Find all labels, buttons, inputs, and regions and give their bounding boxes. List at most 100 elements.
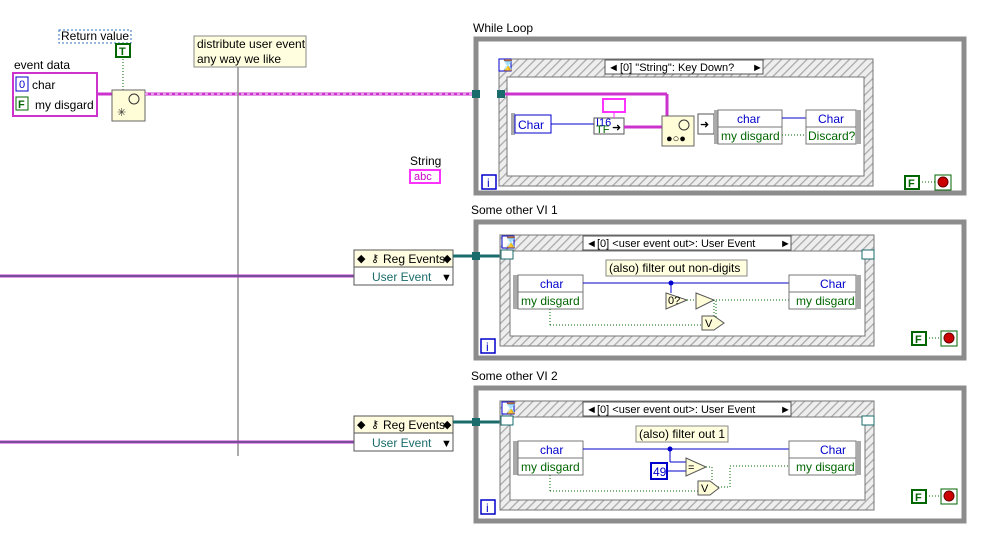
vi1-iteration-text: i bbox=[486, 340, 489, 354]
vi2-reg-key-icon: ⚷ bbox=[371, 419, 379, 431]
vi2-timeout-icon bbox=[501, 401, 515, 415]
vi2-title: Some other VI 2 bbox=[471, 369, 558, 383]
while-event-selector[interactable] bbox=[604, 59, 764, 75]
vi1-tunnel bbox=[472, 252, 480, 260]
while-right-char: Char bbox=[818, 112, 844, 126]
return-value-constant[interactable] bbox=[115, 43, 131, 58]
vi2-reg-terminal-left bbox=[500, 415, 514, 426]
vi1-reg-events-label: Reg Events bbox=[383, 252, 445, 266]
while-selector-right-icon: ► bbox=[752, 62, 763, 74]
vi2-selector-left-icon: ◄ bbox=[586, 404, 597, 416]
vi2-left-disgard: my disgard bbox=[521, 460, 580, 474]
vi1-reg-terminal-left bbox=[500, 249, 514, 260]
vi1-reg-dropdown-icon: ▼ bbox=[441, 272, 452, 284]
vi2-selector-right-icon: ► bbox=[780, 404, 791, 416]
vi1-reg-right-icon: ◆ bbox=[443, 253, 452, 265]
while-unbundle-char: char bbox=[737, 112, 760, 126]
vi2-tunnel bbox=[472, 418, 480, 426]
event-data-field-disgard: my disgard bbox=[35, 98, 94, 112]
while-timeout-icon bbox=[498, 58, 512, 72]
stop-icon bbox=[937, 176, 949, 188]
vi1-note-box bbox=[605, 259, 748, 277]
while-tunnel-es bbox=[497, 90, 505, 98]
while-left-node-edge bbox=[511, 113, 515, 135]
while-arrow-icon: ➜ bbox=[700, 119, 709, 131]
vi2-reg-terminal-right bbox=[861, 415, 875, 426]
vi2-right-edge bbox=[856, 441, 861, 475]
vi2-equal-node[interactable] bbox=[685, 457, 708, 477]
comment-line-2: any way we like bbox=[197, 52, 281, 66]
vi1-is-digit-text: 0? bbox=[668, 295, 680, 307]
char-type-icon bbox=[15, 76, 29, 92]
vi2-or-node[interactable] bbox=[697, 480, 720, 496]
vi1-reg-events-item: User Event bbox=[372, 270, 432, 284]
vi1-iteration-terminal bbox=[480, 338, 496, 354]
create-event-icon bbox=[128, 93, 140, 105]
while-unbundle-disgard: my disgard bbox=[721, 129, 780, 143]
vi1-right-edge bbox=[856, 275, 861, 309]
return-value-const-text: T bbox=[119, 46, 126, 58]
while-iteration-terminal bbox=[481, 174, 497, 190]
vi1-event-selector[interactable] bbox=[582, 235, 792, 251]
vi2-reg-events-header bbox=[353, 415, 454, 434]
vi1-or-node[interactable] bbox=[701, 315, 725, 331]
vi1-timeout-icon bbox=[501, 235, 515, 249]
while-convert-top-text: I16 bbox=[596, 117, 611, 129]
while-generate-dots-icon: ●○● bbox=[666, 133, 686, 145]
vi2-left-edge bbox=[513, 441, 518, 475]
vi1-stop-const-text: F bbox=[915, 334, 922, 346]
vi1-selector-text: [0] <user event out>: User Event bbox=[597, 238, 755, 250]
vi2-reg-dropdown-icon: ▼ bbox=[441, 438, 452, 450]
stop-icon bbox=[943, 490, 955, 502]
event-data-field-char: char bbox=[32, 78, 55, 92]
char-type-text: 0 bbox=[19, 79, 25, 91]
string-terminal[interactable] bbox=[409, 169, 441, 184]
vi1-selector-right-icon: ► bbox=[780, 238, 791, 250]
while-left-node-text: Char bbox=[518, 118, 544, 132]
while-string-ref bbox=[602, 98, 626, 113]
vi2-iteration-terminal bbox=[480, 499, 496, 515]
vi2-hourglass-icon: ⌛ bbox=[504, 402, 518, 415]
vi2-note-box bbox=[635, 425, 729, 443]
return-value-label-frame[interactable] bbox=[58, 29, 132, 44]
vi2-reg-events-label: Reg Events bbox=[383, 418, 445, 432]
vi1-not-node[interactable] bbox=[695, 292, 716, 310]
comment-box bbox=[193, 35, 307, 68]
create-event-sparkle-icon: ✳ bbox=[117, 107, 126, 119]
create-user-event-node[interactable] bbox=[111, 89, 146, 122]
vi2-event-selector[interactable] bbox=[582, 401, 792, 417]
vi2-constant-text: 49 bbox=[653, 465, 667, 479]
vi2-stop-const-text: F bbox=[915, 492, 922, 504]
comment-line-1: distribute user event bbox=[197, 37, 306, 51]
string-terminal-text: abc bbox=[414, 171, 432, 183]
vi2-note: (also) filter out 1 bbox=[639, 427, 725, 441]
vi2-equal-text: = bbox=[688, 462, 694, 474]
while-generate-icon bbox=[678, 119, 690, 131]
while-iteration-text: i bbox=[487, 176, 490, 190]
vi2-constant[interactable] bbox=[650, 462, 668, 480]
vi2-reg-events-item: User Event bbox=[372, 436, 432, 450]
disgard-type-icon bbox=[15, 96, 29, 111]
while-selector-text: [0] "String": Key Down? bbox=[620, 62, 734, 74]
event-data-label: event data bbox=[14, 58, 70, 72]
while-generate-event-node[interactable] bbox=[661, 115, 695, 147]
vi2-iteration-text: i bbox=[486, 501, 489, 515]
while-loop-title: While Loop bbox=[473, 21, 533, 35]
vi2-right-char: Char bbox=[820, 443, 846, 457]
vi1-reg-terminal-right bbox=[861, 249, 875, 260]
vi2-or-text: V bbox=[701, 483, 709, 495]
vi1-reg-key-icon: ⚷ bbox=[371, 253, 379, 265]
vi1-is-digit-node[interactable] bbox=[665, 292, 689, 310]
while-selector-left-icon: ◄ bbox=[608, 62, 619, 74]
disgard-type-text: F bbox=[18, 99, 25, 111]
while-convert-arrow-icon: ➜ bbox=[612, 122, 621, 134]
while-stop-const-text: F bbox=[908, 178, 915, 190]
vi1-reg-left-icon: ◆ bbox=[357, 253, 366, 265]
vi2-selector-text: [0] <user event out>: User Event bbox=[597, 404, 755, 416]
vi1-reg-events-header bbox=[353, 249, 454, 268]
vi2-reg-left-icon: ◆ bbox=[357, 419, 366, 431]
vi1-title: Some other VI 1 bbox=[471, 203, 558, 217]
while-tunnel-in bbox=[472, 90, 480, 98]
while-right-discard: Discard? bbox=[808, 129, 856, 143]
return-value-label: Return value bbox=[61, 29, 129, 43]
